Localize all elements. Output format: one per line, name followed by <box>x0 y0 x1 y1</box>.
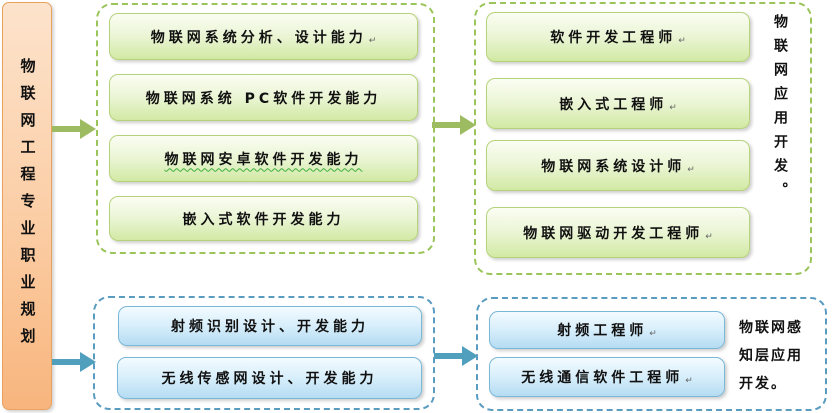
skill-box: 射频识别设计、开发能力 <box>118 306 422 346</box>
paragraph-mark-icon: ↵ <box>678 36 686 46</box>
role-label: 物联网驱动开发工程师 <box>523 225 704 242</box>
bottom-direction: 物联网感 知层应用 开发。 <box>739 314 825 406</box>
role-box: 无线通信软件工程师↵ <box>489 357 725 397</box>
top-roles-group <box>474 2 812 275</box>
role-box: 物联网系统设计师↵ <box>486 140 750 191</box>
skill-box: 嵌入式软件开发能力 <box>109 196 418 241</box>
skill-box: 物联网系统 PC软件开发能力 <box>109 74 418 121</box>
skill-box: 物联网系统分析、设计能力↵ <box>109 13 418 60</box>
root-label: 物联网工程专业职业规划 <box>18 57 37 355</box>
paragraph-mark-icon: ↵ <box>705 231 713 242</box>
role-box: 软件开发工程师↵ <box>486 12 750 62</box>
skill-label: 物联网系统 PC软件开发能力 <box>145 90 382 107</box>
paragraph-mark-icon: ↵ <box>368 35 377 46</box>
arrow-right-icon <box>432 114 476 136</box>
paragraph-mark-icon: ↵ <box>669 102 677 113</box>
role-box: 嵌入式工程师↵ <box>486 78 750 129</box>
role-box: 射频工程师↵ <box>489 311 725 349</box>
arrow-right-icon <box>52 352 96 372</box>
skill-box: 物联网安卓软件开发能力 <box>109 135 418 182</box>
skill-label: 射频识别设计、开发能力 <box>171 319 369 335</box>
paragraph-mark-icon: ↵ <box>687 164 695 175</box>
bottom-direction-line: 知层应用 <box>739 348 803 364</box>
bottom-skills-group <box>93 296 435 410</box>
bottom-direction-line: 开发。 <box>739 376 787 392</box>
skill-label: 物联网系统分析、设计能力 <box>150 29 367 46</box>
role-label: 射频工程师 <box>557 323 648 339</box>
role-box: 物联网驱动开发工程师↵ <box>486 207 750 258</box>
top-skills-group <box>96 3 435 254</box>
paragraph-mark-icon: ↵ <box>685 376 693 386</box>
root-bar: 物联网工程专业职业规划 <box>2 2 52 410</box>
role-label: 嵌入式工程师 <box>559 96 668 113</box>
paragraph-mark-icon: ↵ <box>649 329 657 339</box>
top-direction: 物联网应用开发。 <box>768 14 792 254</box>
arrow-right-icon <box>434 346 478 366</box>
bottom-roles-group <box>476 297 827 411</box>
top-direction-label: 物联网应用开发。 <box>772 14 788 206</box>
skill-label: 物联网安卓软件开发能力 <box>164 151 363 168</box>
skill-label: 嵌入式软件开发能力 <box>182 211 345 228</box>
role-label: 无线通信软件工程师 <box>521 370 684 386</box>
bottom-direction-line: 物联网感 <box>739 320 803 336</box>
role-label: 软件开发工程师 <box>550 30 677 46</box>
skill-label: 无线传感网设计、开发能力 <box>161 371 378 387</box>
role-label: 物联网系统设计师 <box>541 158 686 175</box>
skill-box: 无线传感网设计、开发能力 <box>117 357 422 399</box>
arrow-right-icon <box>52 118 96 140</box>
